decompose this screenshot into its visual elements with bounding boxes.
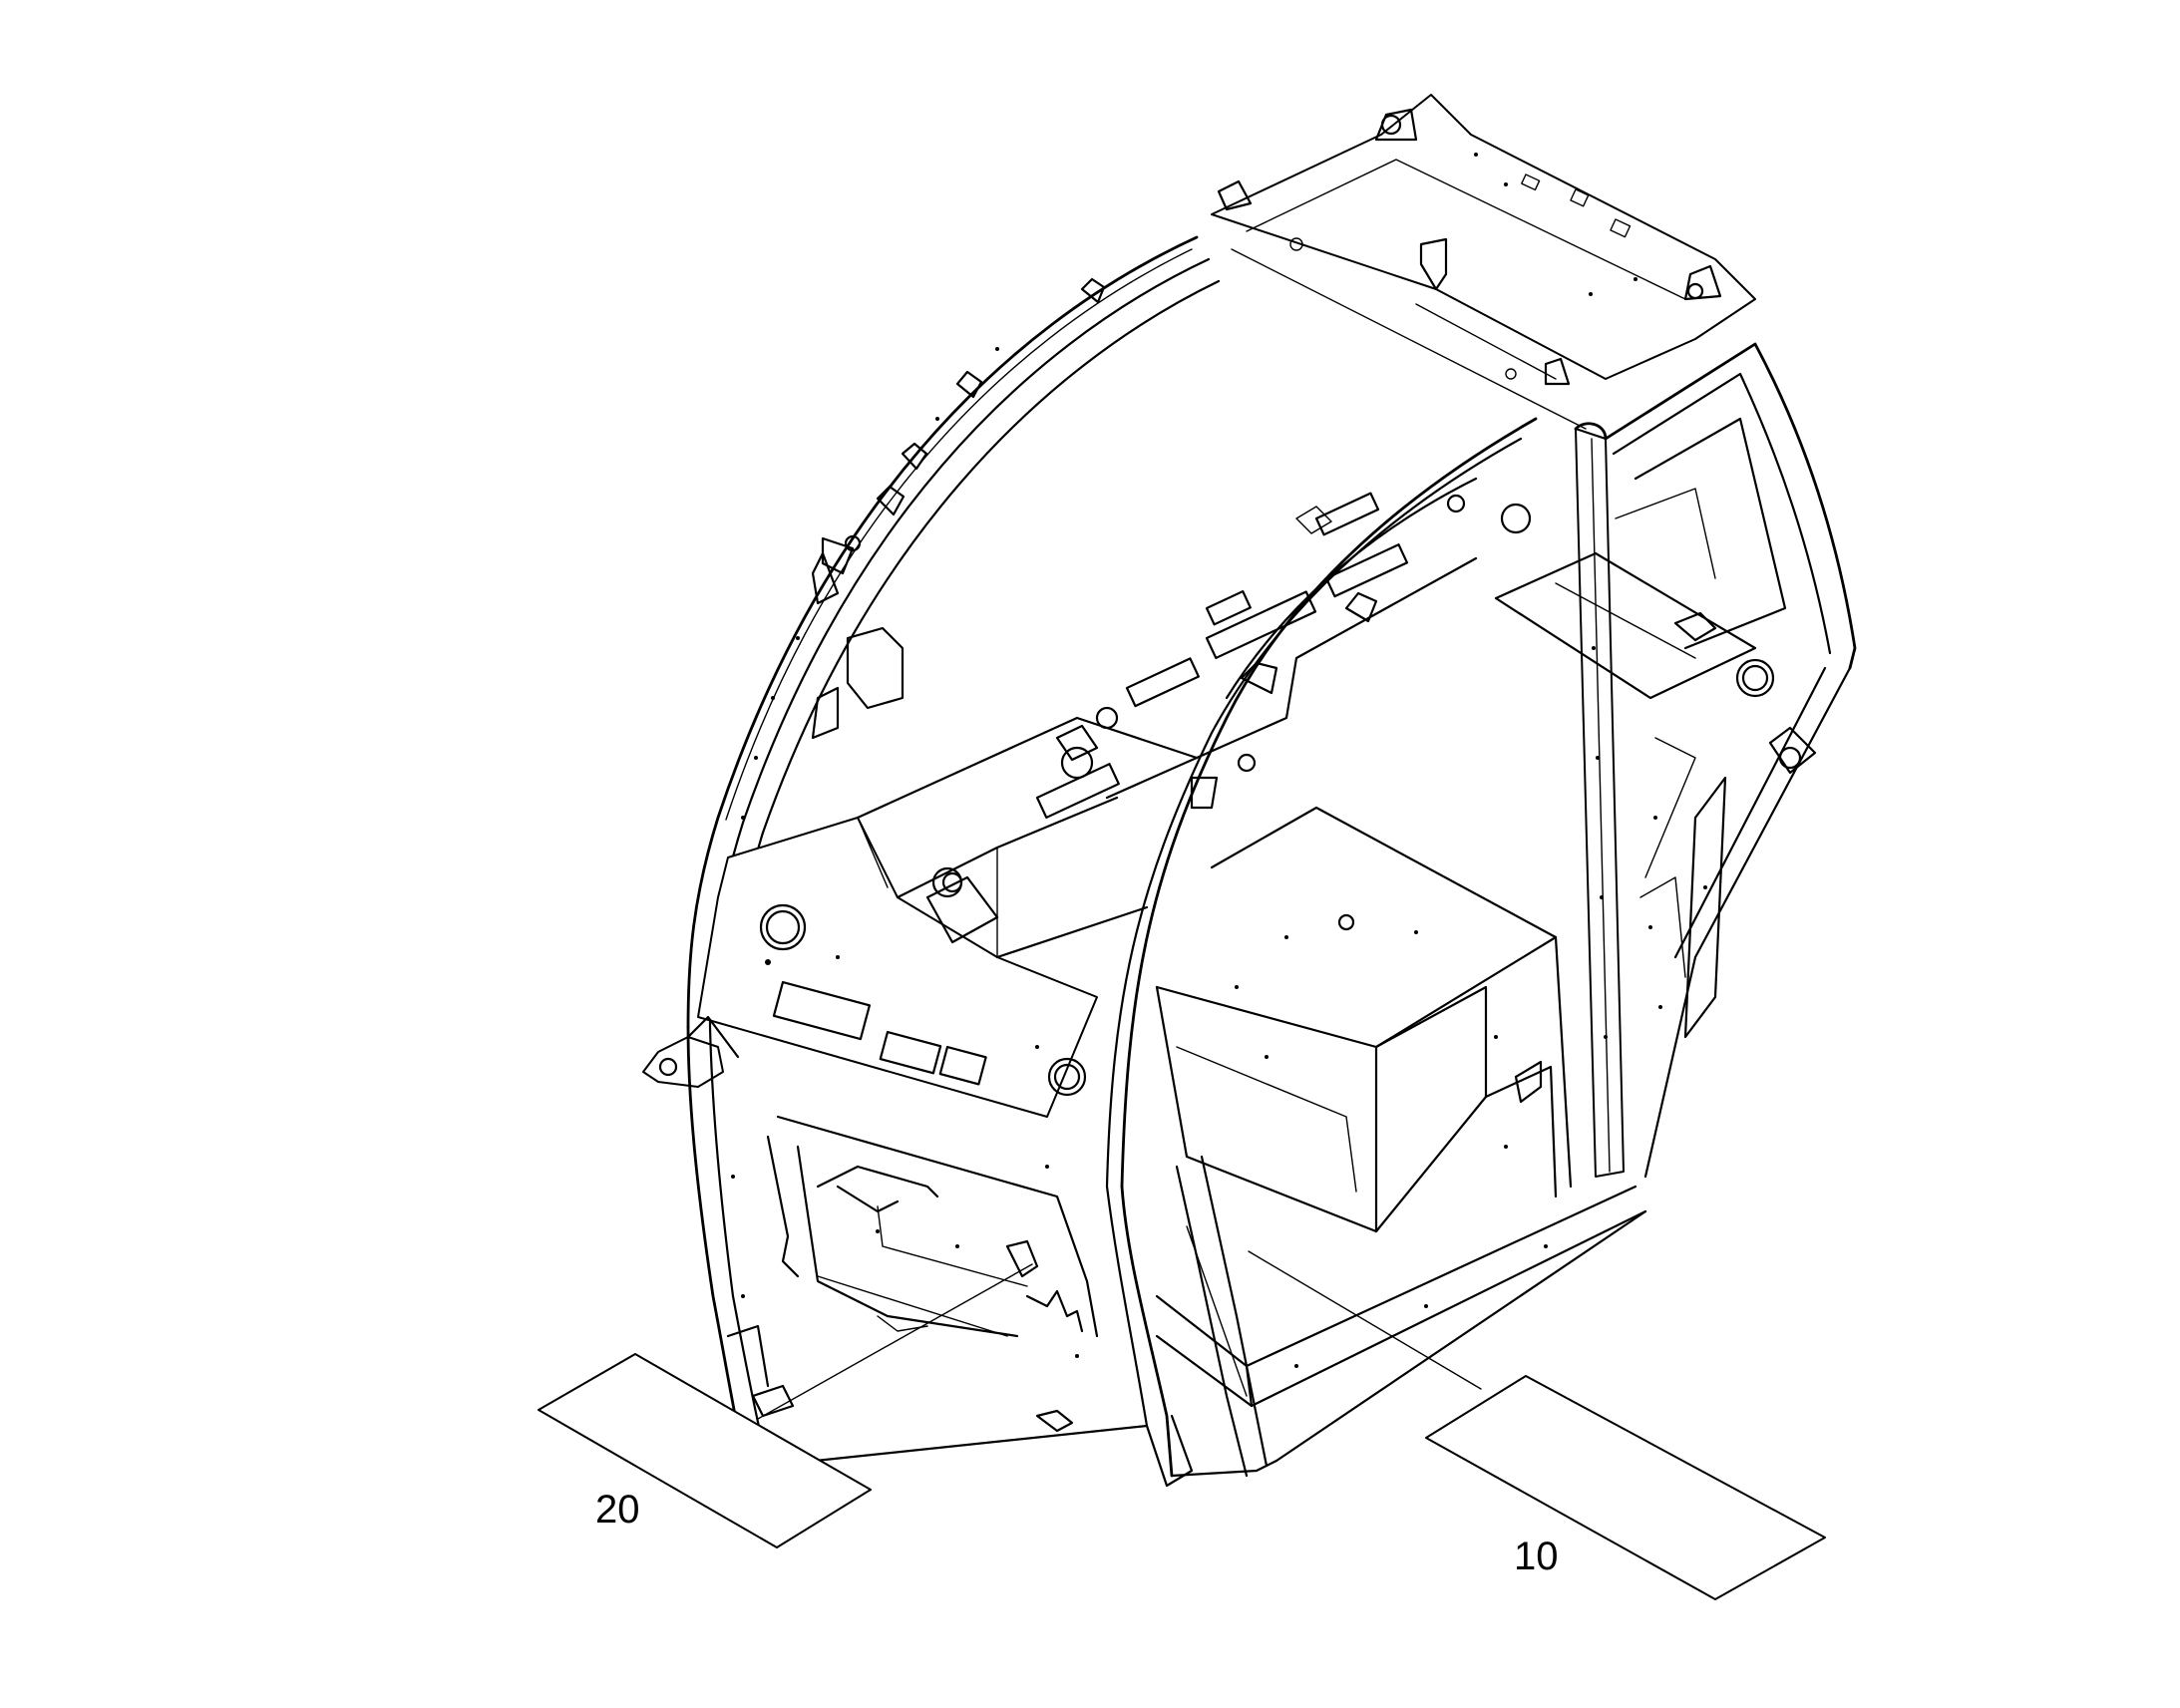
callout-10-label: 10: [1514, 1535, 1559, 1578]
cab-frame-drawing: [642, 94, 1857, 1498]
callout-20: 20: [538, 1263, 1033, 1548]
floor-and-seat-box: [1155, 806, 1647, 1408]
lower-front-panel: [766, 1115, 1099, 1433]
callout-20-leader: [757, 1263, 1033, 1420]
dashboard: [697, 492, 1478, 1118]
callout-20-label-plate: [538, 1353, 872, 1548]
callout-20-label: 20: [595, 1488, 640, 1532]
left-mount-foot: [642, 1015, 740, 1088]
callout-10-leader: [1248, 1250, 1482, 1390]
roof-panel: [1211, 94, 1756, 430]
callout-10: 10: [1248, 1250, 1826, 1600]
callout-10-label-plate: [1425, 1375, 1826, 1600]
door-opening: [1105, 1155, 1647, 1488]
right-pillar: [1574, 422, 1625, 1178]
center-door-pillar: [1105, 417, 1538, 1189]
rear-frame: [1494, 342, 1857, 1179]
